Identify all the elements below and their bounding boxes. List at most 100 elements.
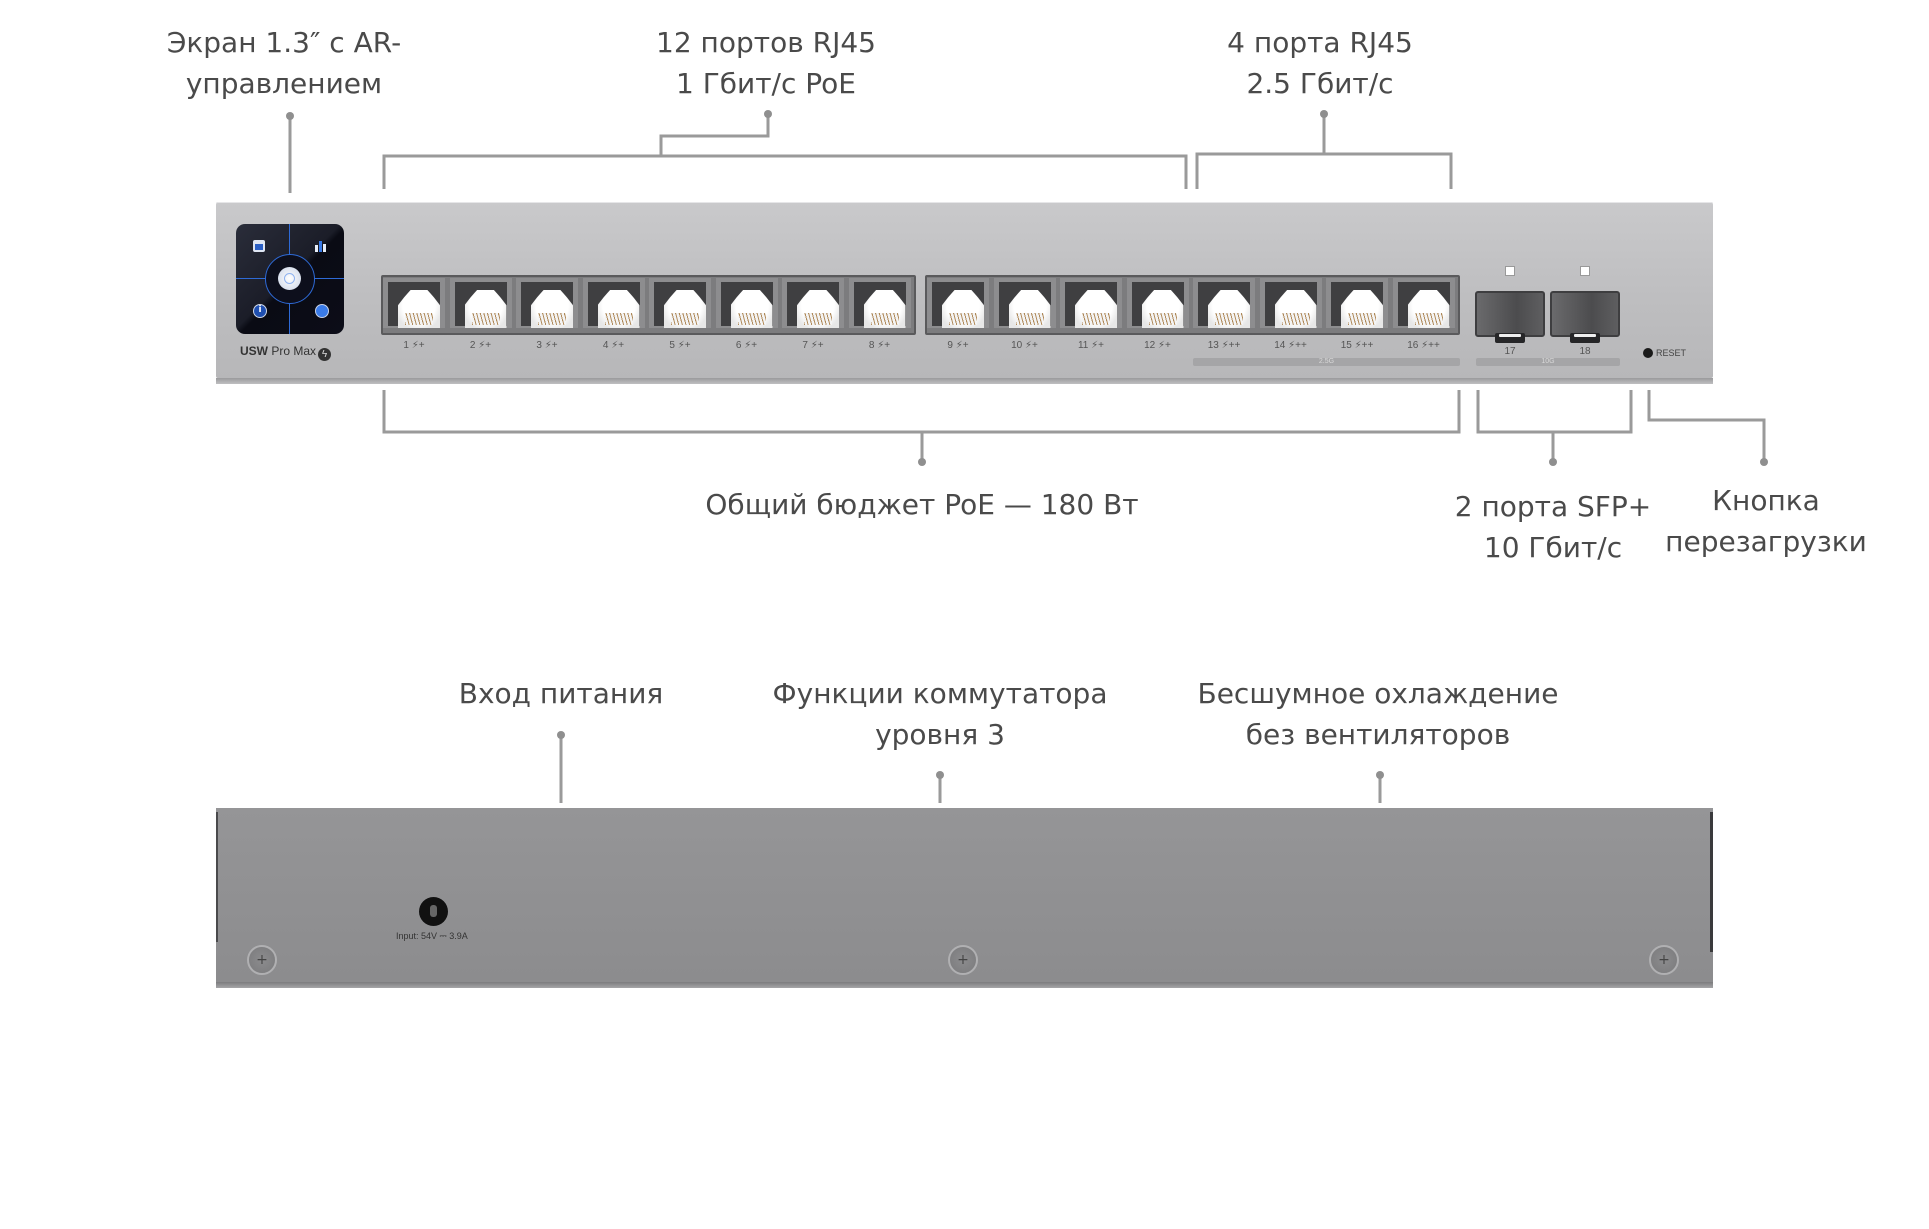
jack (853, 282, 906, 328)
port-label-7: 7 ⚡︎+ (802, 340, 824, 351)
power-callout-label: Вход питания (458, 677, 664, 710)
jack-pins (471, 313, 500, 325)
power-callout-dot (557, 731, 565, 739)
rj45-1g-bracket (382, 116, 1188, 189)
port-label-2: 2 ⚡︎+ (469, 340, 492, 351)
l3-callout-dot (936, 771, 944, 779)
rj45-1g-callout-label: 12 портов RJ45 1 Гбит/с PoE (656, 26, 876, 100)
jack (587, 282, 640, 328)
rj45-port-1[interactable] (383, 278, 445, 328)
globe-icon (315, 304, 329, 318)
jack-pins (1348, 313, 1376, 325)
jack-pins (1215, 313, 1243, 325)
sfp-callout-label: 2 порта SFP+ 10 Гбит/с (1454, 490, 1652, 564)
screen-callout-label: Экран 1.3″ с AR- управлением (166, 26, 402, 100)
jack-pins (1148, 313, 1177, 325)
jack-pins (1015, 313, 1044, 325)
rj45-25g-bracket (1195, 116, 1453, 189)
rj45-port-16[interactable] (1392, 278, 1455, 328)
rj45-25g-callout-label: 4 порта RJ45 2.5 Гбит/с (1227, 26, 1413, 100)
port-label-12: 12 ⚡︎+ (1144, 340, 1171, 351)
sfp-18-led (1580, 266, 1590, 276)
screen-callout-dot (286, 112, 294, 120)
jack-pins (604, 313, 633, 325)
reset-button[interactable] (1643, 348, 1653, 358)
sfp-port-17[interactable] (1475, 291, 1545, 343)
jack (1264, 282, 1317, 328)
info-icon: i (253, 304, 267, 318)
rj45-25g-callout-dot (1320, 110, 1328, 118)
rj45-port-4[interactable] (582, 278, 645, 328)
screen-center-button[interactable] (278, 267, 301, 290)
rj45-port-11[interactable] (1060, 278, 1122, 328)
sfp-latch (1570, 333, 1600, 343)
jack-pins (949, 313, 977, 325)
screw-icon: + (1649, 945, 1679, 975)
rj45-port-15[interactable] (1326, 278, 1388, 328)
sfp-callout-dot (1549, 458, 1557, 466)
jack (932, 282, 984, 328)
rj45-port-6[interactable] (715, 278, 778, 328)
port-label-6: 6 ⚡︎+ (735, 340, 758, 351)
rj45-1g-callout-dot (764, 110, 772, 118)
jack (388, 282, 440, 328)
jack (521, 282, 573, 328)
rj45-port-13[interactable] (1193, 278, 1255, 328)
switch-back-left-edge (216, 812, 218, 942)
poe-budget-callout-dot (918, 458, 926, 466)
l3-callout-label: Функции коммутатора уровня 3 (772, 677, 1108, 751)
jack-pins (804, 313, 832, 325)
power-input-label: Input: 54V ⎓ 3.9A (396, 931, 468, 941)
rj45-port-9[interactable] (927, 278, 989, 328)
jack (787, 282, 839, 328)
switch-back-right-edge (1710, 812, 1713, 952)
port-label-8: 8 ⚡︎+ (868, 340, 891, 351)
jack (1198, 282, 1250, 328)
port-label-5: 5 ⚡︎+ (669, 340, 691, 351)
jack (1397, 282, 1450, 328)
sfp-port-18[interactable] (1550, 291, 1620, 343)
jack-pins (405, 313, 433, 325)
touch-screen[interactable]: i (236, 224, 344, 334)
rj45-port-12[interactable] (1126, 278, 1189, 328)
rj45-port-5[interactable] (649, 278, 711, 328)
jack-pins (538, 313, 566, 325)
poe-budget-callout-label: Общий бюджет PoE — 180 Вт (705, 488, 1139, 521)
sfp-17-led (1505, 266, 1515, 276)
jack-pins (737, 313, 766, 325)
ethernet-icon (253, 240, 265, 252)
rj45-port-14[interactable] (1259, 278, 1322, 328)
rj45-port-2[interactable] (449, 278, 512, 328)
jack (720, 282, 773, 328)
rj45-port-7[interactable] (782, 278, 844, 328)
poe-budget-bracket (382, 390, 1461, 461)
rj45-port-3[interactable] (516, 278, 578, 328)
cooling-callout-label: Бесшумное охлаждение без вентиляторов (1197, 677, 1559, 751)
power-input-jack[interactable] (419, 897, 448, 926)
jack-pins (870, 313, 899, 325)
jack (1131, 282, 1184, 328)
port-label-15: 15 ⚡︎++ (1340, 340, 1374, 351)
jack-pins (1414, 313, 1443, 325)
jack-pins (671, 313, 699, 325)
port-label-3: 3 ⚡︎+ (536, 340, 558, 351)
port-label-10: 10 ⚡︎+ (1011, 340, 1038, 351)
sfp-17-label: 17 (1504, 346, 1516, 357)
port-label-1: 1 ⚡︎+ (403, 340, 425, 351)
reset-callout-dot (1760, 458, 1768, 466)
port-label-13: 13 ⚡︎++ (1207, 340, 1241, 351)
sfp-18-label: 18 (1579, 346, 1591, 357)
rj45-port-10[interactable] (993, 278, 1056, 328)
jack-pins (1082, 313, 1110, 325)
reset-callout-label: Кнопка перезагрузки (1665, 484, 1867, 558)
rj45-port-8[interactable] (848, 278, 911, 328)
sfp-latch (1495, 333, 1525, 343)
reset-label: RESET (1656, 348, 1687, 358)
speed-bar-10g: 10G (1476, 358, 1620, 366)
speed-bar-2-5g: 2.5G (1193, 358, 1460, 366)
port-label-9: 9 ⚡︎+ (947, 340, 969, 351)
stats-icon (315, 240, 327, 252)
jack (998, 282, 1051, 328)
